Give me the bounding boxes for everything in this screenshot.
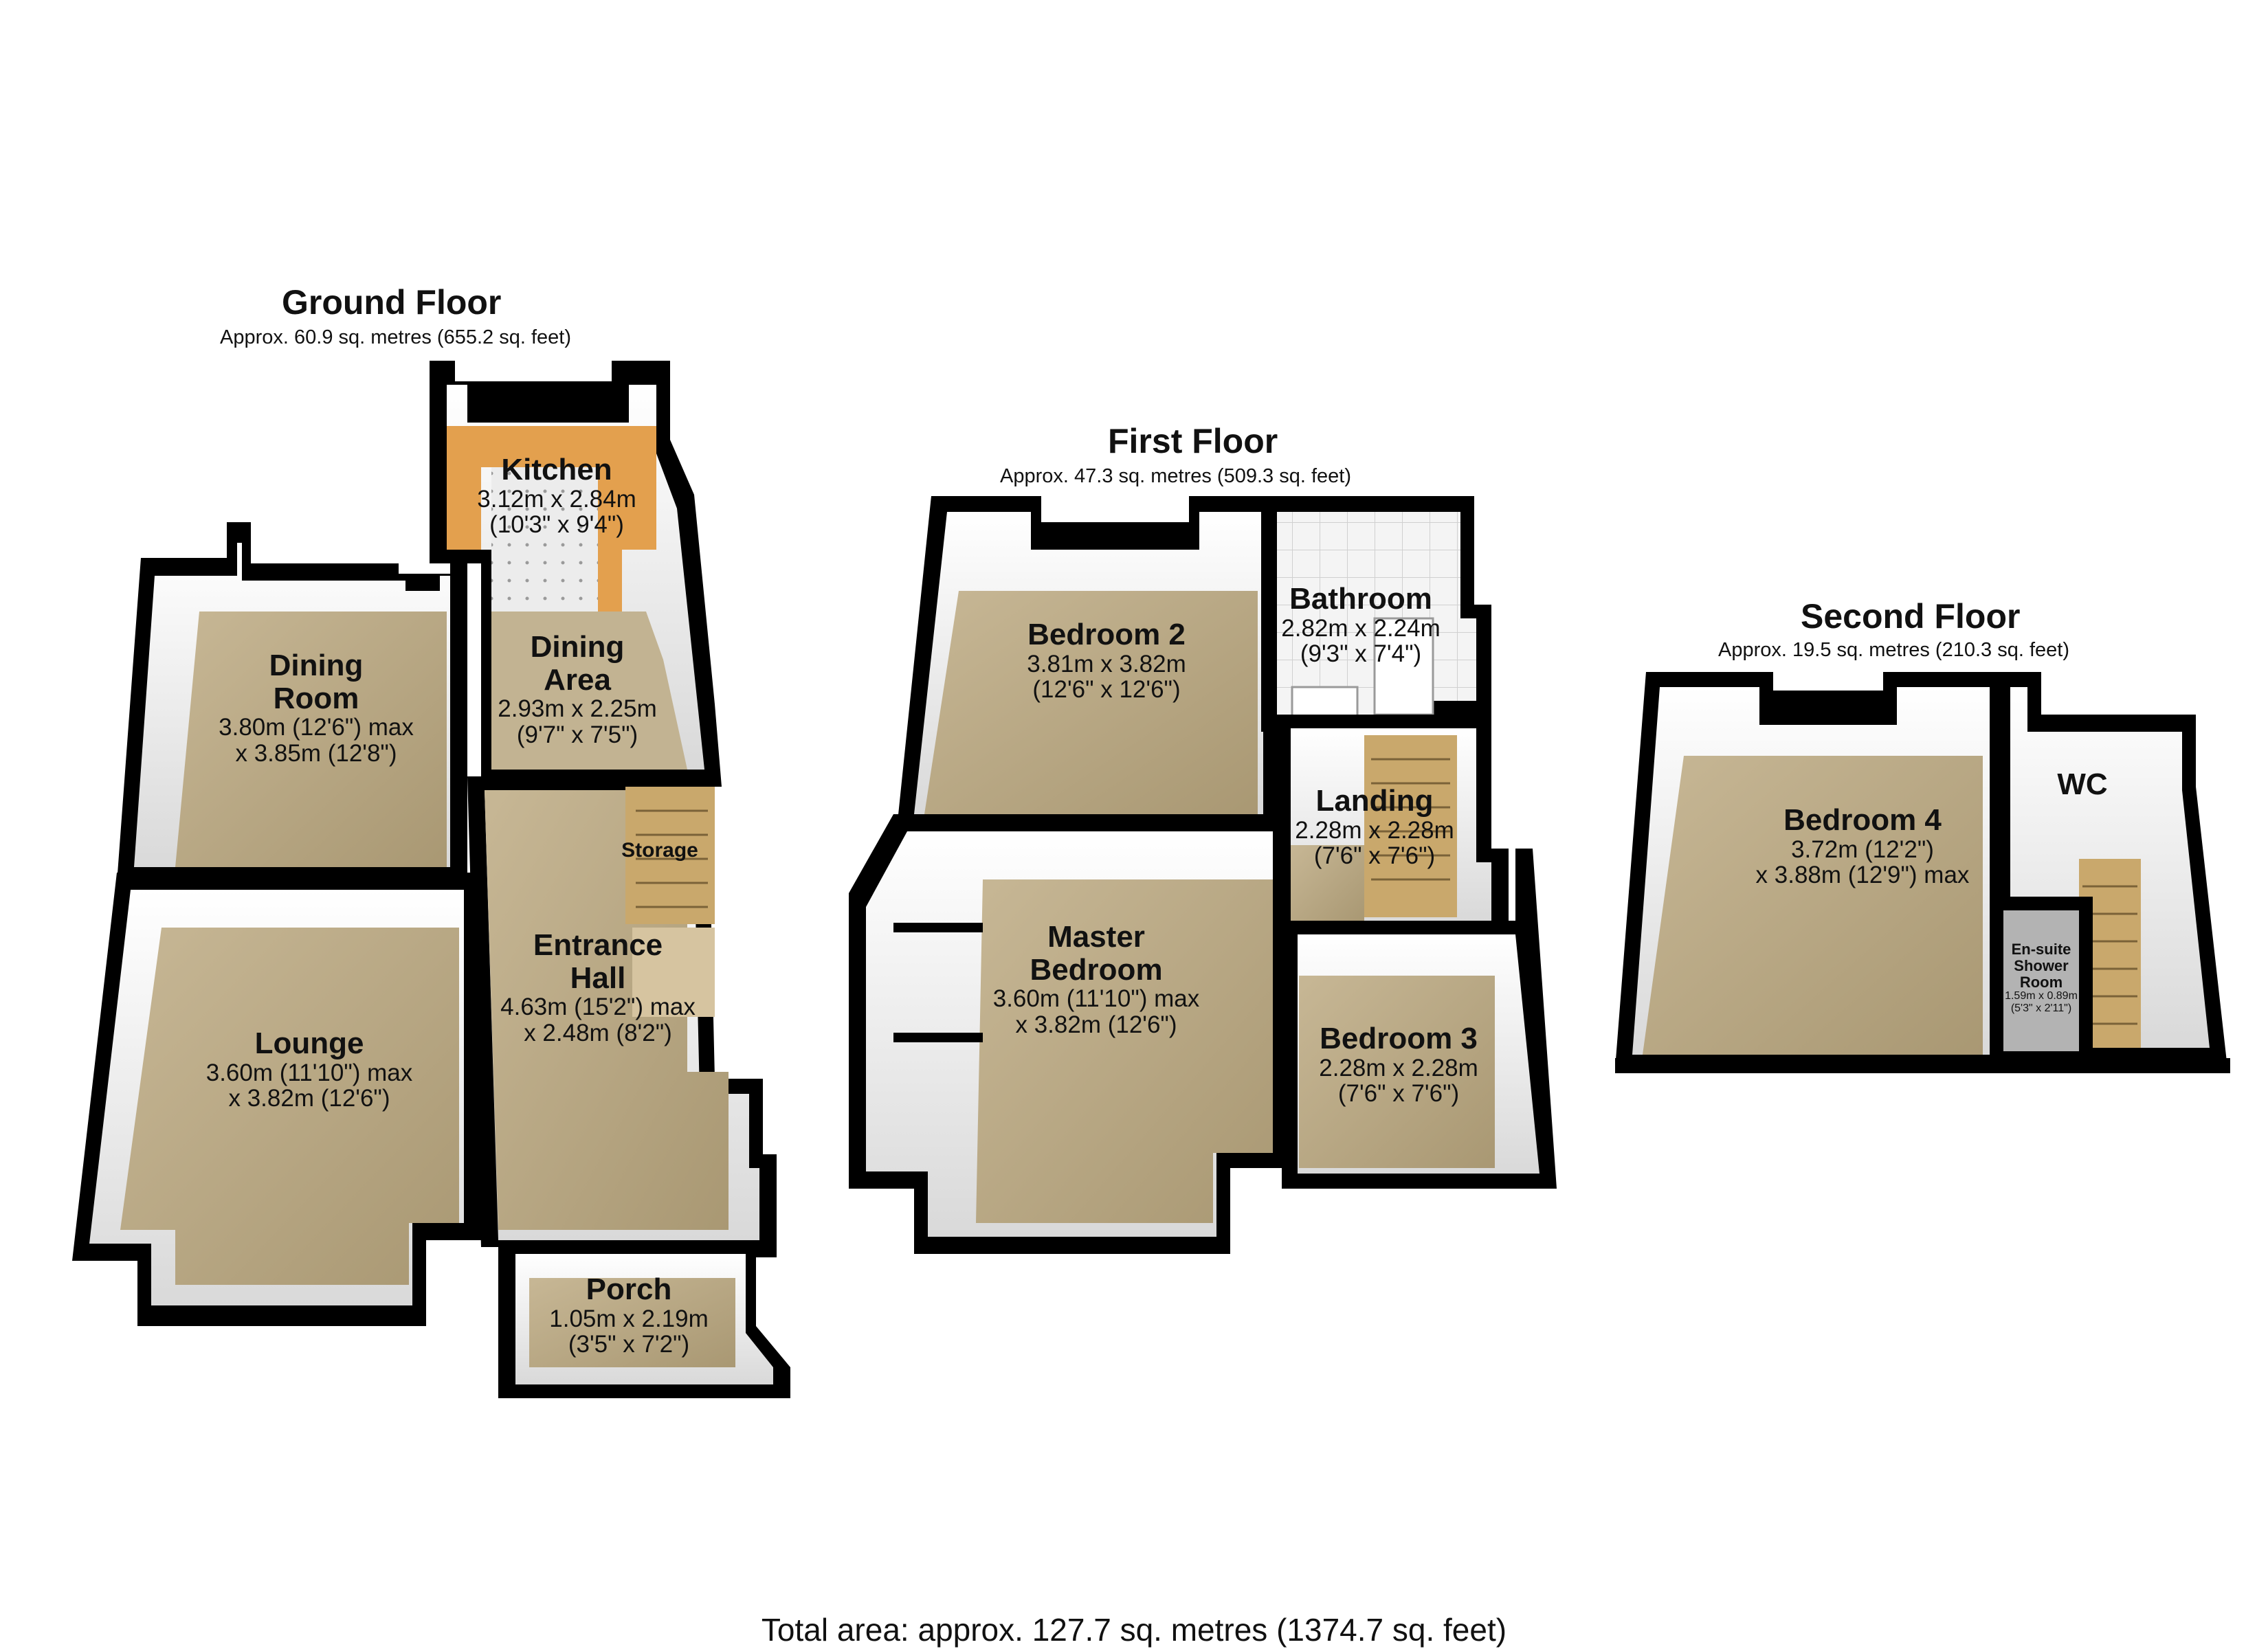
room-name: Bedroom 2 (1027, 618, 1186, 651)
first-floor-area: Approx. 47.3 sq. metres (509.3 sq. feet) (1000, 465, 1351, 487)
second-floor-title: Second Floor (1801, 597, 2021, 636)
room-dims: (5'3" x 2'11") (2010, 1002, 2072, 1014)
lounge-shape (72, 873, 481, 1326)
room-label-bathroom: Bathroom 2.82m x 2.24m (9'3" x 7'4") (1271, 583, 1450, 667)
room-dims: 2.82m x 2.24m (1281, 614, 1441, 642)
room-name: Room (273, 681, 359, 715)
room-name: Master (1047, 920, 1145, 954)
first-floor-title: First Floor (1108, 422, 1278, 460)
room-dims: 3.12m x 2.84m (477, 485, 636, 513)
room-label-bedroom-4: Bedroom 4 3.72m (12'2") x 3.88m (12'9") … (1732, 804, 1993, 888)
room-dims: (3'5" x 7'2") (568, 1331, 690, 1358)
room-dims: x 3.85m (12'8") (235, 739, 397, 767)
room-name: Porch (586, 1272, 672, 1306)
room-label-wc: WC (2045, 768, 2120, 801)
room-dims: (10'3" x 9'4") (489, 511, 624, 539)
room-dims: (7'6" x 7'6") (1337, 1080, 1460, 1108)
room-label-landing: Landing 2.28m x 2.28m (7'6" x 7'6") (1285, 785, 1464, 869)
dining-room-shape (117, 522, 467, 883)
room-dims: x 3.82m (12'6") (1015, 1011, 1177, 1038)
ground-floor-title: Ground Floor (282, 283, 502, 322)
ground-floor-plan (72, 361, 790, 1398)
bathroom-shape (1261, 496, 1491, 732)
room-dims: 2.28m x 2.28m (1295, 816, 1454, 844)
room-name: Shower (2014, 956, 2069, 974)
room-label-dining-room: Dining Room 3.80m (12'6") max x 3.85m (1… (199, 649, 433, 767)
room-name: Bedroom (1030, 952, 1163, 987)
room-name: Storage (621, 839, 698, 862)
landing-shape (1275, 715, 1509, 934)
room-name: Lounge (254, 1027, 364, 1060)
room-label-lounge: Lounge 3.60m (11'10") max x 3.82m (12'6"… (186, 1027, 433, 1112)
wc-shape (1993, 672, 2227, 1062)
second-floor-plan (1615, 672, 2230, 1073)
room-label-bedroom-2: Bedroom 2 3.81m x 3.82m (12'6" x 12'6") (1007, 618, 1206, 703)
room-dims: 2.28m x 2.28m (1319, 1054, 1478, 1081)
bedroom-4-shape (1615, 672, 2000, 1068)
master-bedroom-shape (849, 814, 1289, 1254)
room-label-master-bedroom: Master Bedroom 3.60m (11'10") max x 3.82… (976, 921, 1216, 1038)
room-dims: 3.81m x 3.82m (1027, 650, 1186, 677)
room-name: Entrance (533, 928, 663, 962)
entrance-hall-shape (467, 776, 777, 1257)
room-label-porch: Porch 1.05m x 2.19m (3'5" x 7'2") (529, 1273, 729, 1358)
room-name: Bedroom 3 (1320, 1022, 1478, 1055)
room-label-en-suite: En-suite Shower Room 1.59m x 0.89m (5'3"… (1993, 941, 2089, 1014)
room-dims: x 3.88m (12'9") max (1755, 862, 1970, 889)
room-name: En-suite (2011, 941, 2071, 958)
first-floor-plan (849, 496, 1557, 1254)
room-dims: (9'3" x 7'4") (1300, 640, 1422, 668)
room-name: Area (544, 662, 611, 697)
room-dims: x 2.48m (8'2") (524, 1019, 672, 1046)
room-dims: 3.72m (12'2") (1791, 835, 1934, 863)
kitchen-shape (430, 361, 722, 787)
room-name: Hall (570, 961, 626, 995)
room-dims: 3.60m (11'10") max (205, 1059, 413, 1086)
room-dims: 3.60m (11'10") max (992, 985, 1200, 1013)
room-label-dining-area: Dining Area 2.93m x 2.25m (9'7" x 7'5") (481, 631, 674, 748)
ground-floor-area: Approx. 60.9 sq. metres (655.2 sq. feet) (220, 326, 571, 348)
room-dims: x 3.82m (12'6") (228, 1085, 390, 1112)
bedroom-2-shape (897, 496, 1275, 828)
room-dims: (7'6" x 7'6") (1313, 842, 1436, 870)
room-name: Bedroom 4 (1783, 803, 1942, 837)
room-name: Bathroom (1289, 582, 1432, 616)
room-dims: 1.05m x 2.19m (549, 1305, 709, 1332)
room-label-storage: Storage (619, 839, 701, 862)
second-floor-base-wall (1615, 1058, 2230, 1073)
en-suite-shape (1990, 897, 2093, 1065)
room-label-entrance-hall: Entrance Hall 4.63m (15'2") max x 2.48m … (481, 929, 715, 1046)
room-name: WC (2057, 767, 2108, 801)
room-dims: (12'6" x 12'6") (1032, 676, 1181, 704)
room-name: Landing (1315, 784, 1434, 818)
total-area: Total area: approx. 127.7 sq. metres (13… (761, 1612, 1507, 1648)
room-dims: 4.63m (15'2") max (500, 994, 696, 1021)
room-name: Kitchen (501, 453, 612, 486)
room-label-kitchen: Kitchen 3.12m x 2.84m (10'3" x 9'4") (467, 453, 646, 538)
room-name: Room (2019, 973, 2063, 991)
second-floor-area: Approx. 19.5 sq. metres (210.3 sq. feet) (1718, 639, 2069, 661)
room-dims: 2.93m x 2.25m (498, 695, 657, 723)
room-label-bedroom-3: Bedroom 3 2.28m x 2.28m (7'6" x 7'6") (1299, 1022, 1498, 1107)
room-dims: 3.80m (12'6") max (219, 714, 414, 741)
room-dims: 1.59m x 0.89m (2005, 990, 2078, 1002)
bedroom-3-shape (1282, 849, 1557, 1189)
room-dims: (9'7" x 7'5") (516, 721, 638, 748)
room-name: Dining (269, 649, 364, 682)
porch-shape (498, 1240, 790, 1398)
room-name: Dining (530, 630, 625, 664)
